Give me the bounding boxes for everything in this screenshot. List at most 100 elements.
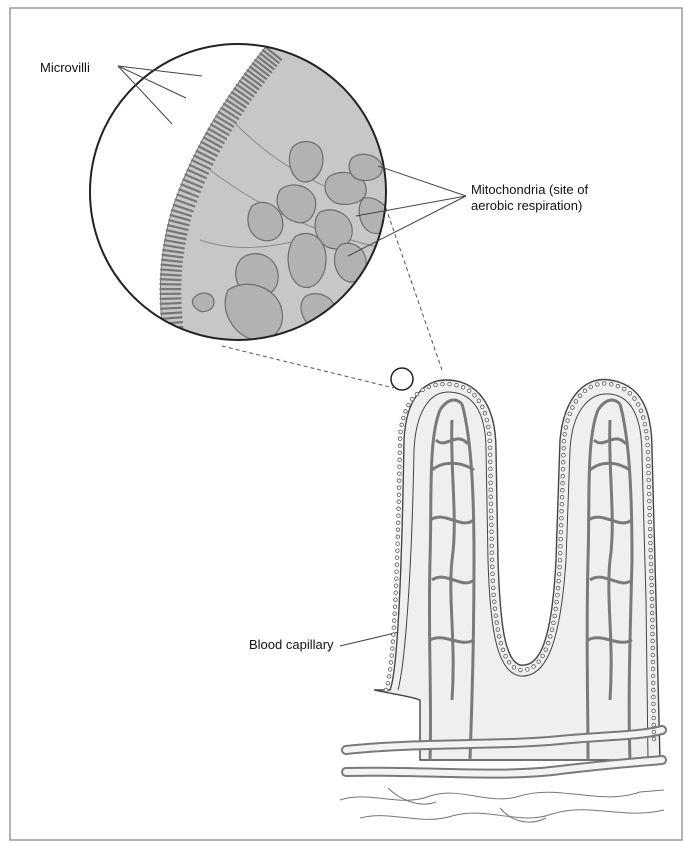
mitochondria-label-line2: aerobic respiration): [471, 198, 661, 214]
epithelial-cell: [390, 647, 394, 651]
epithelial-cell: [489, 502, 493, 506]
epithelial-cell: [622, 387, 626, 391]
epithelial-cell: [397, 507, 401, 511]
microvillus: [164, 342, 184, 345]
epithelial-cell: [652, 737, 656, 741]
epithelial-cell: [415, 392, 419, 396]
epithelial-cell: [559, 523, 563, 527]
epithelial-cell: [394, 598, 398, 602]
epithelial-cell: [652, 716, 656, 720]
epithelial-cell: [650, 597, 654, 601]
epithelial-cell: [652, 730, 656, 734]
epithelial-cell: [645, 436, 649, 440]
epithelial-cell: [480, 405, 484, 409]
epithelial-cell: [487, 432, 491, 436]
epithelial-cell: [561, 481, 565, 485]
magnified-cell-view: [80, 40, 400, 350]
epithelial-cell: [651, 646, 655, 650]
epithelial-cell: [560, 509, 564, 513]
epithelial-cell: [639, 409, 643, 413]
epithelial-cell: [650, 576, 654, 580]
epithelial-cell: [560, 516, 564, 520]
epithelial-cell: [499, 641, 503, 645]
epithelial-cell: [398, 451, 402, 455]
epithelial-cell: [489, 488, 493, 492]
epithelial-cell: [399, 430, 403, 434]
epithelial-cell: [396, 521, 400, 525]
epithelial-cell: [558, 551, 562, 555]
epithelial-cell: [489, 509, 493, 513]
epithelial-cell: [564, 426, 568, 430]
epithelial-cell: [571, 406, 575, 410]
epithelial-cell: [473, 394, 477, 398]
epithelial-cell: [559, 537, 563, 541]
epithelial-cell: [490, 544, 494, 548]
epithelial-cell: [394, 584, 398, 588]
epithelial-cell: [491, 572, 495, 576]
epithelial-cell: [650, 604, 654, 608]
epithelial-cell: [393, 612, 397, 616]
epithelial-cell: [395, 570, 399, 574]
epithelial-cell: [489, 516, 493, 520]
epithelial-cell: [493, 607, 497, 611]
epithelial-cell: [396, 549, 400, 553]
epithelial-cell: [557, 579, 561, 583]
epithelial-cell: [556, 586, 560, 590]
epithelial-cell: [562, 439, 566, 443]
epithelial-cell: [493, 600, 497, 604]
epithelial-cell: [396, 542, 400, 546]
epithelial-cell: [392, 619, 396, 623]
epithelial-cell: [494, 614, 498, 618]
epithelial-cell: [574, 400, 578, 404]
epithelial-cell: [421, 388, 425, 392]
epithelial-cell: [648, 527, 652, 531]
epithelial-cell: [556, 593, 560, 597]
epithelial-cell: [398, 472, 402, 476]
epithelial-cell: [649, 569, 653, 573]
epithelial-cell: [651, 660, 655, 664]
microvillus: [161, 308, 181, 309]
epithelial-cell: [395, 577, 399, 581]
epithelial-cell: [648, 506, 652, 510]
epithelial-cell: [489, 495, 493, 499]
epithelial-cell: [560, 502, 564, 506]
epithelial-cell: [386, 681, 390, 685]
epithelial-cell: [651, 632, 655, 636]
epithelial-cell: [647, 492, 651, 496]
epithelial-cell: [519, 668, 523, 672]
epithelial-cell: [490, 551, 494, 555]
epithelial-cell: [404, 410, 408, 414]
epithelial-cell: [555, 600, 559, 604]
epithelial-cell: [560, 495, 564, 499]
epithelial-cell: [392, 626, 396, 630]
epithelial-cell: [641, 416, 645, 420]
microvilli-label: Microvilli: [40, 60, 90, 76]
epithelial-cell: [490, 565, 494, 569]
epithelial-cell: [526, 668, 530, 672]
epithelial-cell: [483, 412, 487, 416]
epithelial-cell: [652, 695, 656, 699]
epithelial-cell: [495, 621, 499, 625]
epithelial-cell: [578, 394, 582, 398]
epithelial-cell: [467, 389, 471, 393]
epithelial-cell: [497, 635, 501, 639]
epithelial-cell: [490, 558, 494, 562]
epithelial-cell: [397, 514, 401, 518]
epithelial-cell: [648, 520, 652, 524]
epithelial-cell: [394, 591, 398, 595]
microvillus: [161, 312, 181, 313]
epithelial-cell: [651, 688, 655, 692]
epithelial-cell: [489, 474, 493, 478]
epithelial-cell: [388, 668, 392, 672]
epithelial-cell: [485, 418, 489, 422]
mitochondria-label: Mitochondria (site of aerobic respiratio…: [471, 182, 661, 214]
epithelial-cell: [558, 558, 562, 562]
epithelial-cell: [455, 383, 459, 387]
epithelial-cell: [395, 556, 399, 560]
epithelial-cell: [650, 618, 654, 622]
epithelial-cell: [427, 385, 431, 389]
epithelial-cell: [651, 625, 655, 629]
epithelial-cell: [558, 565, 562, 569]
epithelial-cell: [489, 481, 493, 485]
epithelial-cell: [616, 384, 620, 388]
